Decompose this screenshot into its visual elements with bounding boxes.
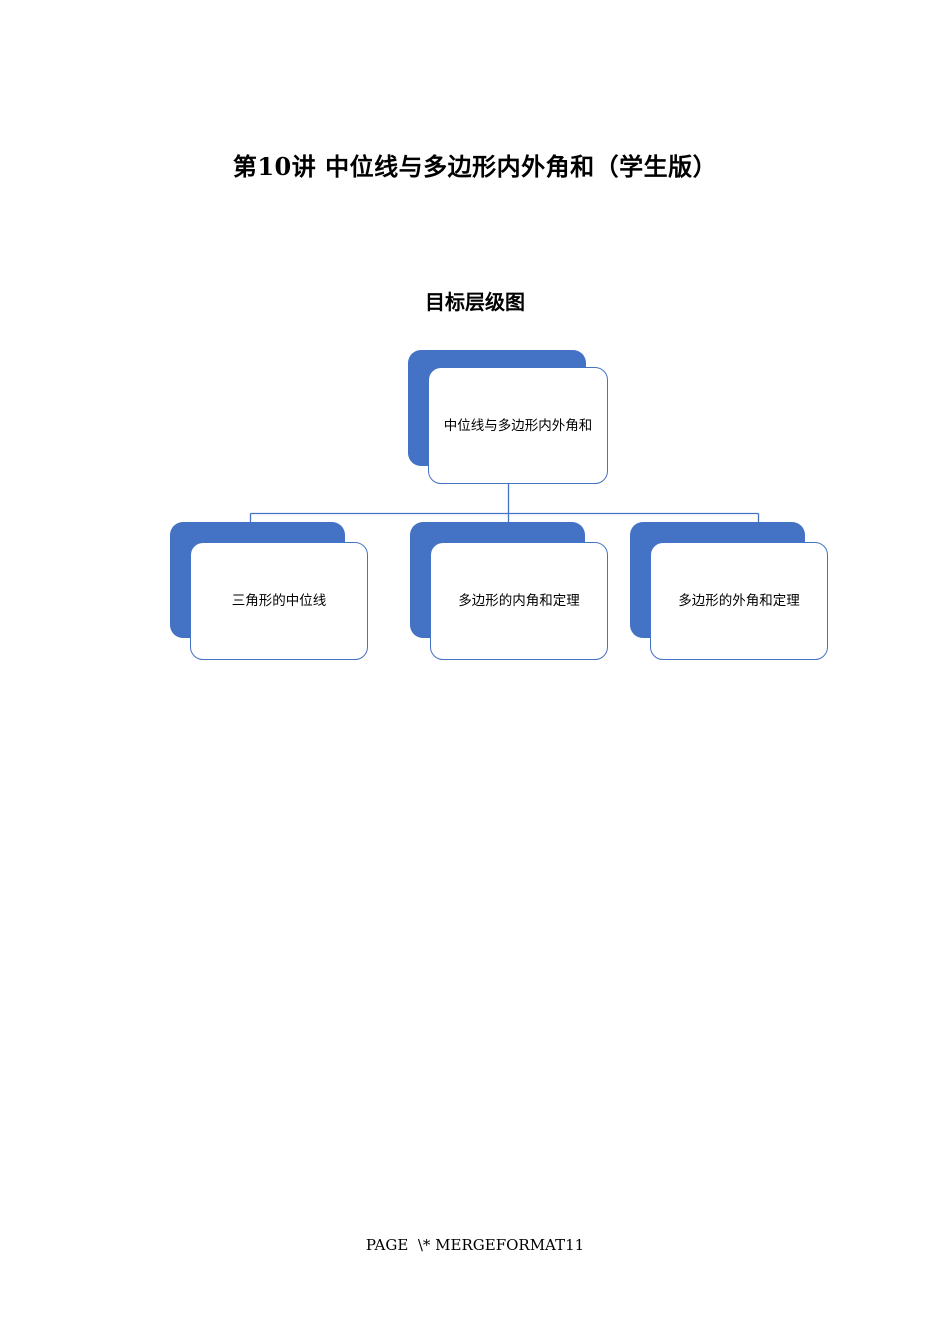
node-child-2[interactable]: 多边形的内角和定理 bbox=[410, 522, 608, 660]
node-child-2-card[interactable]: 多边形的内角和定理 bbox=[430, 542, 608, 660]
node-child-1[interactable]: 三角形的中位线 bbox=[170, 522, 368, 660]
node-child-3-label: 多边形的外角和定理 bbox=[678, 593, 800, 609]
node-child-1-card[interactable]: 三角形的中位线 bbox=[190, 542, 368, 660]
page-footer: PAGE \* MERGEFORMAT11 bbox=[365, 1236, 585, 1254]
section-heading: 目标层级图 bbox=[425, 290, 525, 314]
node-child-2-shadow-plate bbox=[410, 522, 585, 638]
node-child-3[interactable]: 多边形的外角和定理 bbox=[630, 522, 828, 660]
node-child-3-shadow-plate bbox=[630, 522, 805, 638]
node-child-3-card[interactable]: 多边形的外角和定理 bbox=[650, 542, 828, 660]
node-child-1-label: 三角形的中位线 bbox=[231, 593, 327, 609]
node-child-2-label: 多边形的内角和定理 bbox=[458, 593, 580, 609]
node-child-1-shadow-plate bbox=[170, 522, 345, 638]
node-root-shadow-plate bbox=[408, 350, 586, 466]
page-title: 第10讲 中位线与多边形内外角和（学生版） bbox=[232, 152, 718, 181]
node-root-card[interactable]: 中位线与多边形内外角和 bbox=[428, 367, 608, 484]
node-root[interactable]: 中位线与多边形内外角和 bbox=[408, 350, 608, 484]
node-root-label: 中位线与多边形内外角和 bbox=[443, 417, 593, 434]
